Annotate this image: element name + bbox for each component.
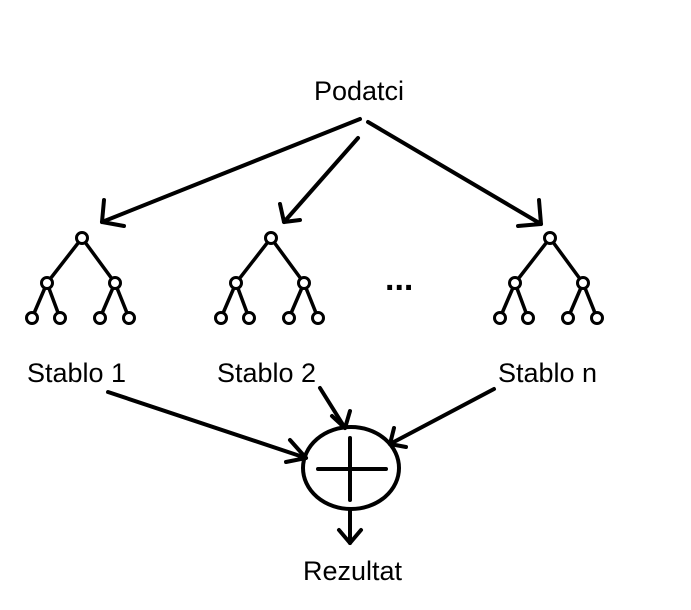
tree-node [25, 311, 39, 325]
tree-node [590, 311, 604, 325]
tree-node [493, 311, 507, 325]
tree-node [543, 231, 557, 245]
tree-node [40, 276, 54, 290]
tree-edge [269, 236, 306, 285]
tree-label-2: Stablo 2 [217, 358, 317, 388]
combiner-plus-icon [301, 425, 401, 511]
tree-node [108, 276, 122, 290]
root-label: Podatci [314, 76, 405, 106]
tree-node [508, 276, 522, 290]
tree-node [561, 311, 575, 325]
tree-edge [45, 236, 84, 285]
tree-node [311, 311, 325, 325]
result-label: Rezultat [303, 556, 403, 586]
tree-node [264, 231, 278, 245]
arrow-tree-n-to-combiner [388, 387, 496, 449]
arrow-root-to-tree-n [366, 120, 543, 228]
arrow-root-to-tree-1 [100, 117, 362, 228]
tree-node [93, 311, 107, 325]
tree-node [122, 311, 136, 325]
tree-edge [513, 236, 552, 285]
tree-node [53, 311, 67, 325]
tree-node [282, 311, 296, 325]
tree-icon-n [493, 231, 604, 325]
tree-node [229, 276, 243, 290]
ellipsis: ... [385, 260, 414, 298]
tree-icon-1 [25, 231, 136, 325]
tree-edge [234, 236, 273, 285]
tree-edge [80, 236, 117, 285]
arrow-combiner-to-result [337, 507, 363, 545]
tree-node [576, 276, 590, 290]
tree-node [214, 311, 228, 325]
tree-node [242, 311, 256, 325]
arrow-tree-2-to-combiner [318, 386, 352, 430]
tree-icon-2 [214, 231, 325, 325]
arrow-root-to-tree-2 [278, 136, 360, 224]
tree-node [297, 276, 311, 290]
arrow-tree-1-to-combiner [106, 390, 308, 464]
tree-node [75, 231, 89, 245]
tree-edge [548, 236, 585, 285]
tree-label-n: Stablo n [498, 358, 598, 388]
tree-node [521, 311, 535, 325]
tree-label-1: Stablo 1 [27, 358, 127, 388]
